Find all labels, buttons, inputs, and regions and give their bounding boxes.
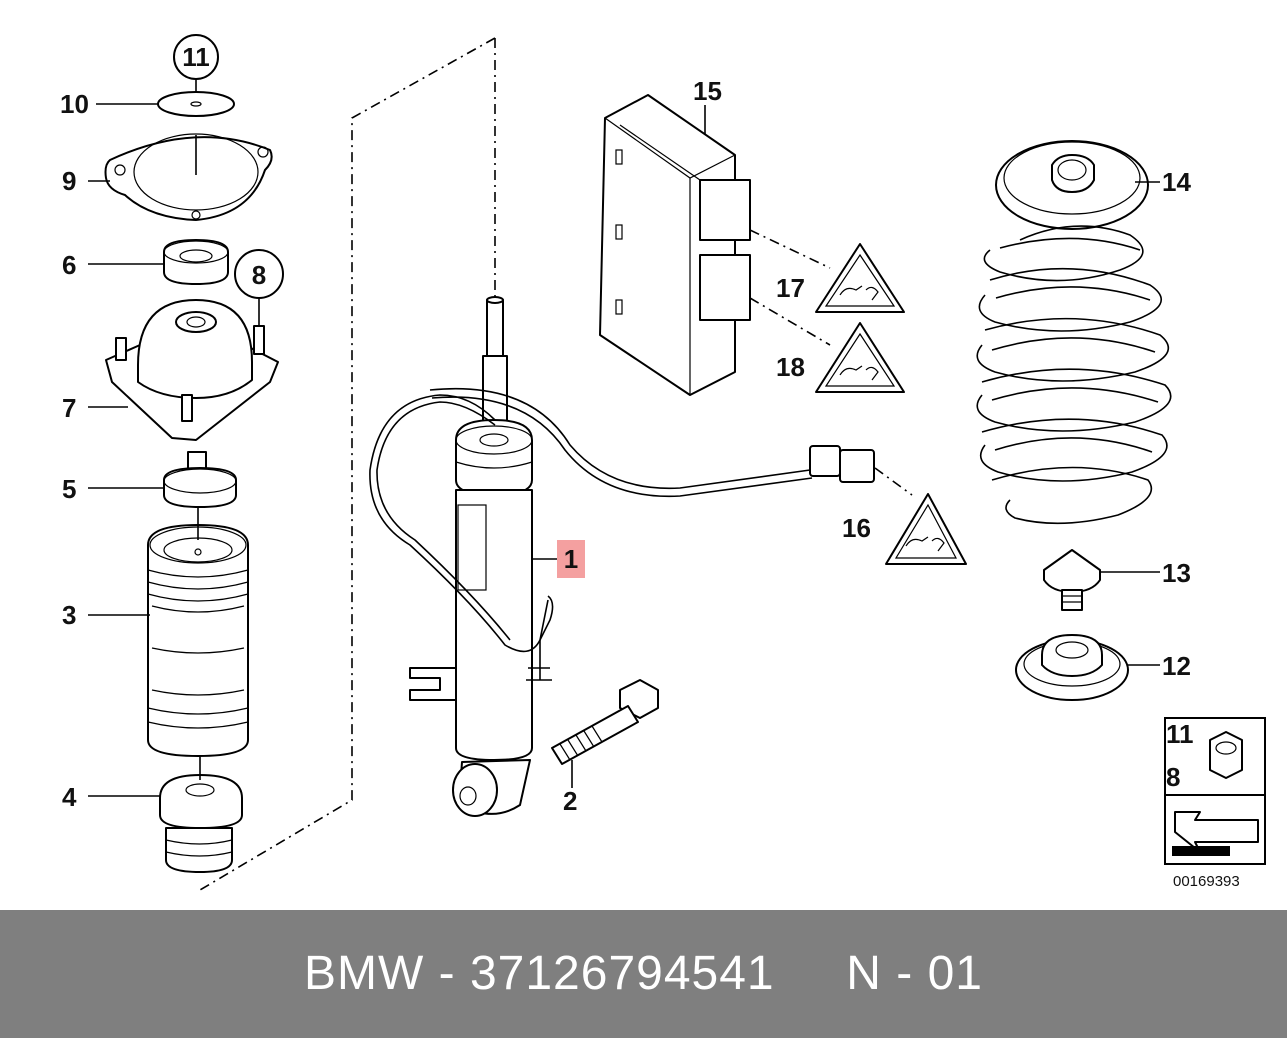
label-13: 13: [1162, 558, 1191, 588]
arrow-icon: [1174, 811, 1259, 853]
label-2: 2: [563, 786, 577, 816]
wiring-harness: [369, 387, 875, 681]
label-15: 15: [693, 76, 722, 106]
washer-part-10: [157, 91, 235, 117]
parts-diagram: 11 10 9 6 8 7: [60, 34, 1266, 891]
bearing-part-6: [163, 239, 229, 285]
bump-stop-part-4: [159, 774, 243, 873]
bolt-part-2: [551, 679, 659, 765]
label-17: 17: [776, 273, 805, 303]
label-14: 14: [1162, 167, 1191, 197]
label-5: 5: [62, 474, 76, 504]
spring-pad-part-12: [1015, 634, 1129, 701]
strut-mount-part-7: [105, 299, 279, 441]
legend-label-11: 11: [1166, 719, 1194, 749]
bump-stop-part-13: [1043, 549, 1101, 611]
legend-box: [1164, 717, 1266, 865]
dust-boot-part-3: [147, 524, 249, 757]
spring-seat-part-14: [995, 140, 1149, 230]
label-4: 4: [62, 782, 77, 812]
label-1: 1: [564, 544, 578, 574]
label-6: 6: [62, 250, 76, 280]
label-11: 11: [182, 42, 210, 72]
part-number-title: BMW - 37126794541 N - 01: [304, 947, 983, 1000]
arrow-base-icon: [1172, 846, 1230, 856]
label-3: 3: [62, 600, 76, 630]
label-8: 8: [252, 260, 266, 290]
label-7: 7: [62, 393, 76, 423]
bump-cap-part-5: [163, 451, 237, 508]
gasket-part-9: [104, 133, 273, 221]
diagram-number: 00169393: [1173, 873, 1240, 890]
label-12: 12: [1162, 651, 1191, 681]
highlight-box: [557, 540, 585, 578]
label-9: 9: [62, 166, 76, 196]
coil-spring: [976, 225, 1172, 525]
shock-absorber-part-1: [409, 296, 533, 817]
legend-label-8: 8: [1166, 762, 1180, 792]
footer-bar: BMW - 37126794541 N - 01: [0, 910, 1287, 1038]
esd-warning-17: [815, 243, 905, 313]
label-16: 16: [842, 513, 871, 543]
label-18: 18: [776, 352, 805, 382]
assembly-outline: [199, 37, 496, 891]
esd-warning-18: [815, 322, 905, 393]
esd-warning-16: [885, 493, 967, 565]
label-10: 10: [60, 89, 89, 119]
control-module-part-15: [599, 94, 751, 396]
nut-icon: [1209, 731, 1243, 779]
